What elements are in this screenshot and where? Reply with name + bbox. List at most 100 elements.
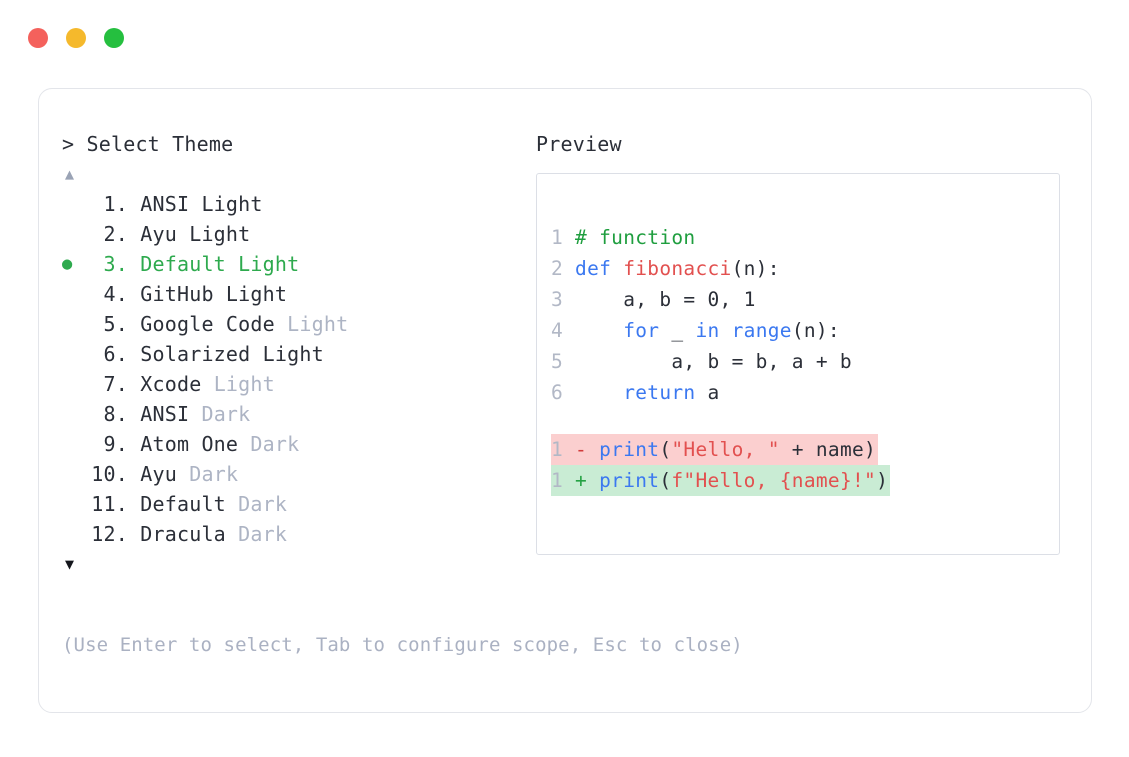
theme-list-item[interactable]: 1. ANSI Light: [62, 189, 532, 219]
theme-list-item[interactable]: 10. Ayu Dark: [62, 459, 532, 489]
line-number: 1: [551, 469, 564, 492]
code-token: (: [659, 438, 672, 461]
line-number: 5: [551, 350, 564, 373]
code-token: range: [731, 319, 792, 342]
line-number: 1: [551, 438, 564, 461]
code-token: fibonacci: [623, 257, 732, 280]
theme-item-variant: Dark: [250, 432, 300, 456]
theme-list-item[interactable]: ● 3. Default Light: [62, 249, 532, 279]
bullet-placeholder: [62, 189, 86, 219]
theme-item-index: 6.: [91, 342, 128, 366]
scroll-up-icon[interactable]: ▲: [65, 165, 75, 183]
code-token: "Hello, ": [671, 438, 780, 461]
theme-item-index: 12.: [91, 522, 128, 546]
theme-list-panel: > Select Theme ▲ 1. ANSI Light 2. Ayu Li…: [62, 129, 532, 579]
code-token: def: [575, 257, 624, 280]
theme-list-item[interactable]: 7. Xcode Light: [62, 369, 532, 399]
bullet-placeholder: [62, 309, 86, 339]
code-token: 0: [707, 288, 720, 311]
theme-item-variant: Dark: [189, 462, 239, 486]
bullet-placeholder: [62, 279, 86, 309]
theme-item-name: Atom One: [128, 432, 251, 456]
scroll-down-icon[interactable]: ▼: [65, 555, 75, 573]
theme-item-index: 5.: [91, 312, 128, 336]
code-token: return: [623, 381, 696, 404]
theme-item-name: ANSI: [128, 402, 202, 426]
diff-removed-line: 1 - print("Hello, " + name): [551, 434, 879, 465]
theme-selector-card: > Select Theme ▲ 1. ANSI Light 2. Ayu Li…: [38, 88, 1092, 713]
theme-item-index: 9.: [91, 432, 128, 456]
theme-list-item[interactable]: 2. Ayu Light: [62, 219, 532, 249]
code-diff-separator: [551, 408, 1059, 434]
code-line: 5 a, b = b, a + b: [551, 346, 1059, 377]
theme-item-index: 2.: [91, 222, 128, 246]
code-token: [575, 319, 623, 342]
line-number: 2: [551, 257, 564, 280]
theme-item-index: 1.: [91, 192, 128, 216]
code-token: + name): [779, 438, 877, 461]
code-token: # function: [575, 226, 696, 249]
theme-list-item[interactable]: 9. Atom One Dark: [62, 429, 532, 459]
code-line: 4 for _ in range(n):: [551, 315, 1059, 346]
code-token: a, b =: [575, 288, 708, 311]
code-token: [575, 381, 623, 404]
diff-line-wrapper: 1 - print("Hello, " + name): [551, 434, 1059, 465]
minimize-button[interactable]: [66, 28, 86, 48]
diff-plus-marker: +: [575, 469, 588, 492]
theme-item-name: Google Code: [128, 312, 288, 336]
code-token: print: [599, 469, 660, 492]
page-title: > Select Theme: [62, 132, 234, 156]
theme-item-index: 7.: [91, 372, 128, 396]
theme-item-variant: Dark: [238, 522, 288, 546]
theme-item-name: Default: [128, 492, 239, 516]
code-token: ): [876, 469, 889, 492]
theme-list: 1. ANSI Light 2. Ayu Light● 3. Default L…: [62, 189, 532, 549]
code-token: for: [623, 319, 660, 342]
close-button[interactable]: [28, 28, 48, 48]
bullet-placeholder: [62, 399, 86, 429]
bullet-placeholder: [62, 219, 86, 249]
theme-item-variant: Light: [287, 312, 349, 336]
code-token: print: [599, 438, 660, 461]
theme-list-item[interactable]: 6. Solarized Light: [62, 339, 532, 369]
code-line: 3 a, b = 0, 1: [551, 284, 1059, 315]
bullet-placeholder: [62, 339, 86, 369]
theme-list-item[interactable]: 11. Default Dark: [62, 489, 532, 519]
line-number: 1: [551, 226, 564, 249]
theme-item-variant: Dark: [201, 402, 251, 426]
line-number: 4: [551, 319, 564, 342]
code-line: 6 return a: [551, 377, 1059, 408]
theme-item-name: Dracula: [128, 522, 239, 546]
theme-list-item[interactable]: 8. ANSI Dark: [62, 399, 532, 429]
line-number: 6: [551, 381, 564, 404]
bullet-placeholder: [62, 459, 86, 489]
theme-list-item[interactable]: 12. Dracula Dark: [62, 519, 532, 549]
diff-minus-marker: -: [575, 438, 588, 461]
diff-added-line: 1 + print(f"Hello, {name}!"): [551, 465, 891, 496]
theme-item-name: ANSI Light: [128, 192, 263, 216]
selected-bullet-icon: ●: [62, 254, 73, 274]
code-token: 1: [743, 288, 756, 311]
preview-label: Preview: [536, 132, 622, 156]
code-token: (: [659, 469, 672, 492]
code-token: in: [695, 319, 720, 342]
theme-list-item[interactable]: 4. GitHub Light: [62, 279, 532, 309]
theme-item-name: Ayu: [128, 462, 190, 486]
theme-item-name: Xcode: [128, 372, 214, 396]
code-token: [720, 319, 732, 342]
maximize-button[interactable]: [104, 28, 124, 48]
theme-item-index: 3.: [91, 252, 128, 276]
theme-item-index: 8.: [91, 402, 128, 426]
keyboard-hint: (Use Enter to select, Tab to configure s…: [62, 634, 743, 656]
theme-list-item[interactable]: 5. Google Code Light: [62, 309, 532, 339]
code-token: f"Hello, {name}!": [671, 469, 877, 492]
code-token: _: [659, 319, 696, 342]
theme-item-name: Ayu Light: [128, 222, 251, 246]
bullet-placeholder: [62, 429, 86, 459]
theme-item-variant: Dark: [238, 492, 288, 516]
theme-item-name: Default Light: [128, 252, 300, 276]
theme-item-index: 11.: [91, 492, 128, 516]
bullet-placeholder: [62, 489, 86, 519]
